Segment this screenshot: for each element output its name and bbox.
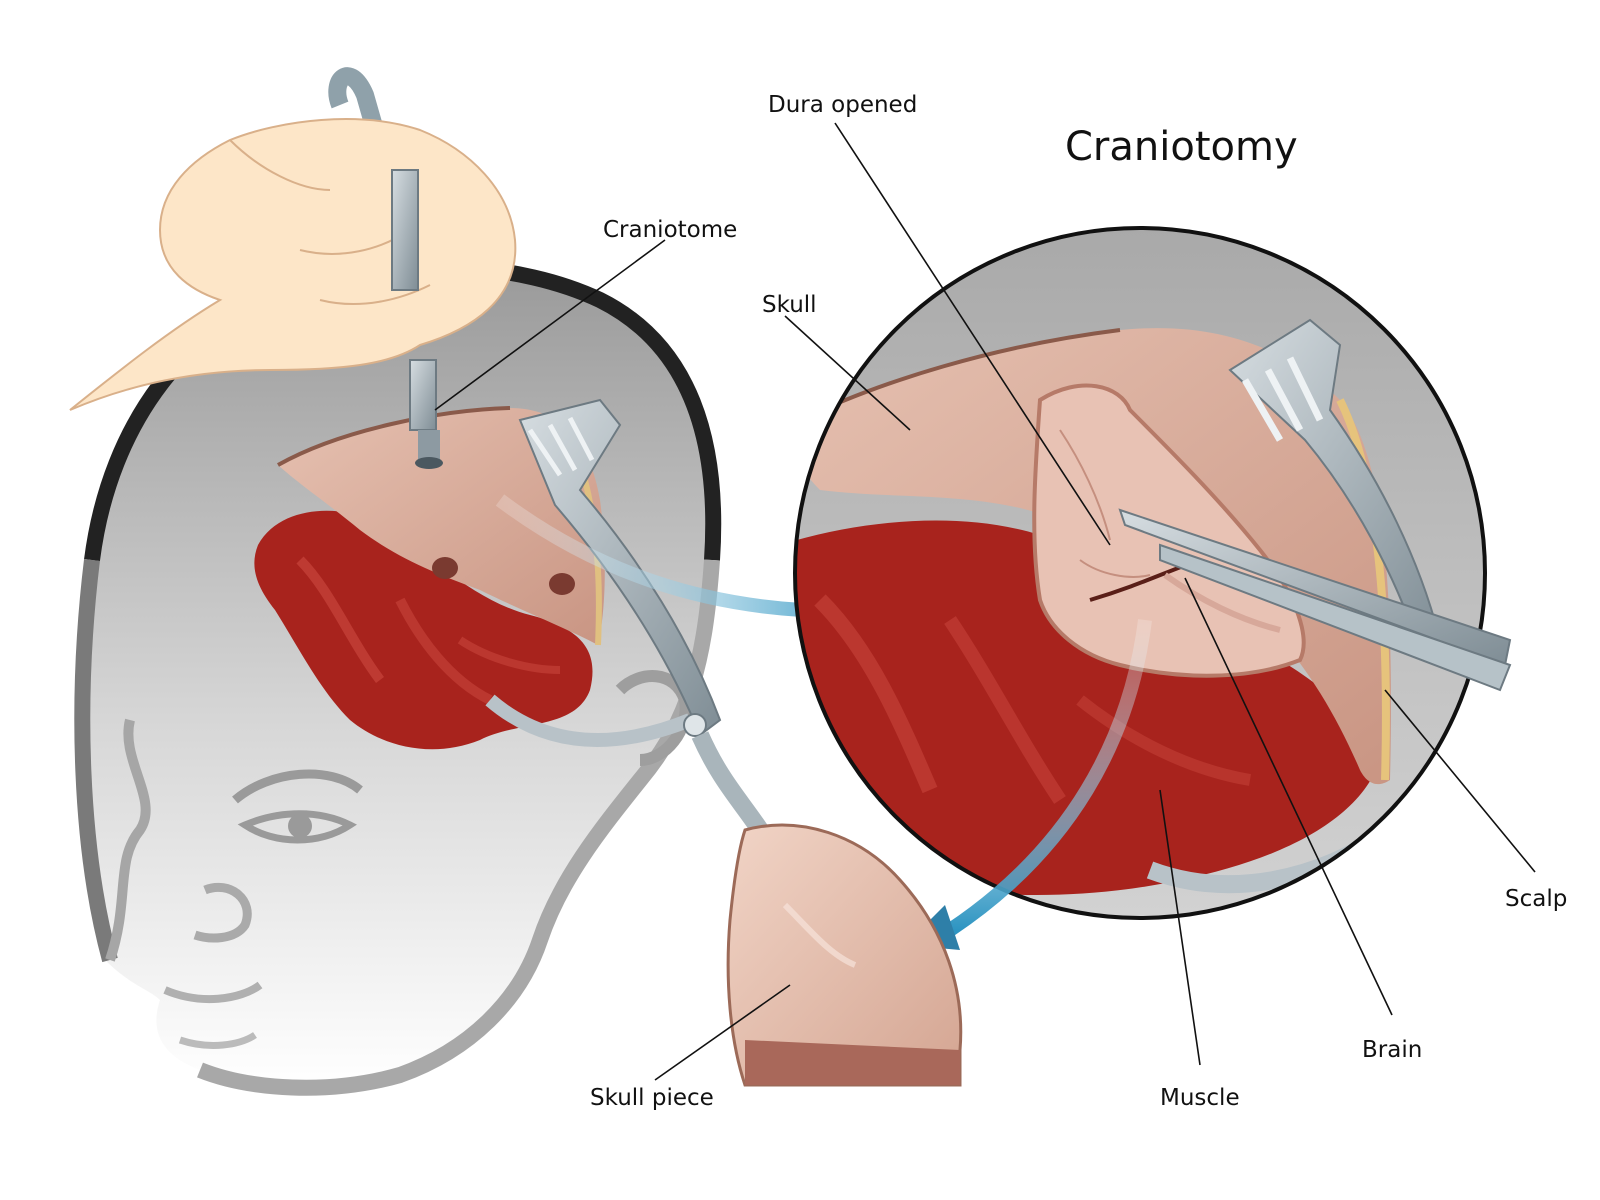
leader-scalp xyxy=(1384,689,1536,873)
skull-layer xyxy=(795,328,1391,785)
label-scalp: Scalp xyxy=(1505,886,1567,912)
leader-muscle xyxy=(1159,789,1201,1066)
label-skull: Skull xyxy=(762,292,817,318)
labels: Craniotomy Dura opened Craniotome Skull … xyxy=(590,92,1567,1111)
diagram-title: Craniotomy xyxy=(1065,124,1298,170)
label-craniotome: Craniotome xyxy=(603,217,737,243)
label-skull-piece: Skull piece xyxy=(590,1085,714,1111)
leader-dura-opened xyxy=(834,122,1111,546)
label-dura-opened: Dura opened xyxy=(768,92,917,118)
forceps-icon xyxy=(1118,508,1512,692)
leader-skull-piece xyxy=(654,984,791,1081)
leader-skull xyxy=(784,315,911,431)
muscle-flap-left xyxy=(254,510,593,750)
leader-brain xyxy=(1184,577,1393,1016)
leader-craniotome xyxy=(434,239,666,411)
label-brain: Brain xyxy=(1362,1037,1422,1063)
label-muscle: Muscle xyxy=(1160,1085,1240,1111)
skull-exposed-left xyxy=(277,406,605,646)
skull-piece xyxy=(726,823,963,1087)
muscle-layer xyxy=(795,520,1380,895)
craniotome-drill-icon xyxy=(391,169,443,469)
magnified-view xyxy=(793,226,1487,920)
leader-lines xyxy=(434,122,1536,1081)
